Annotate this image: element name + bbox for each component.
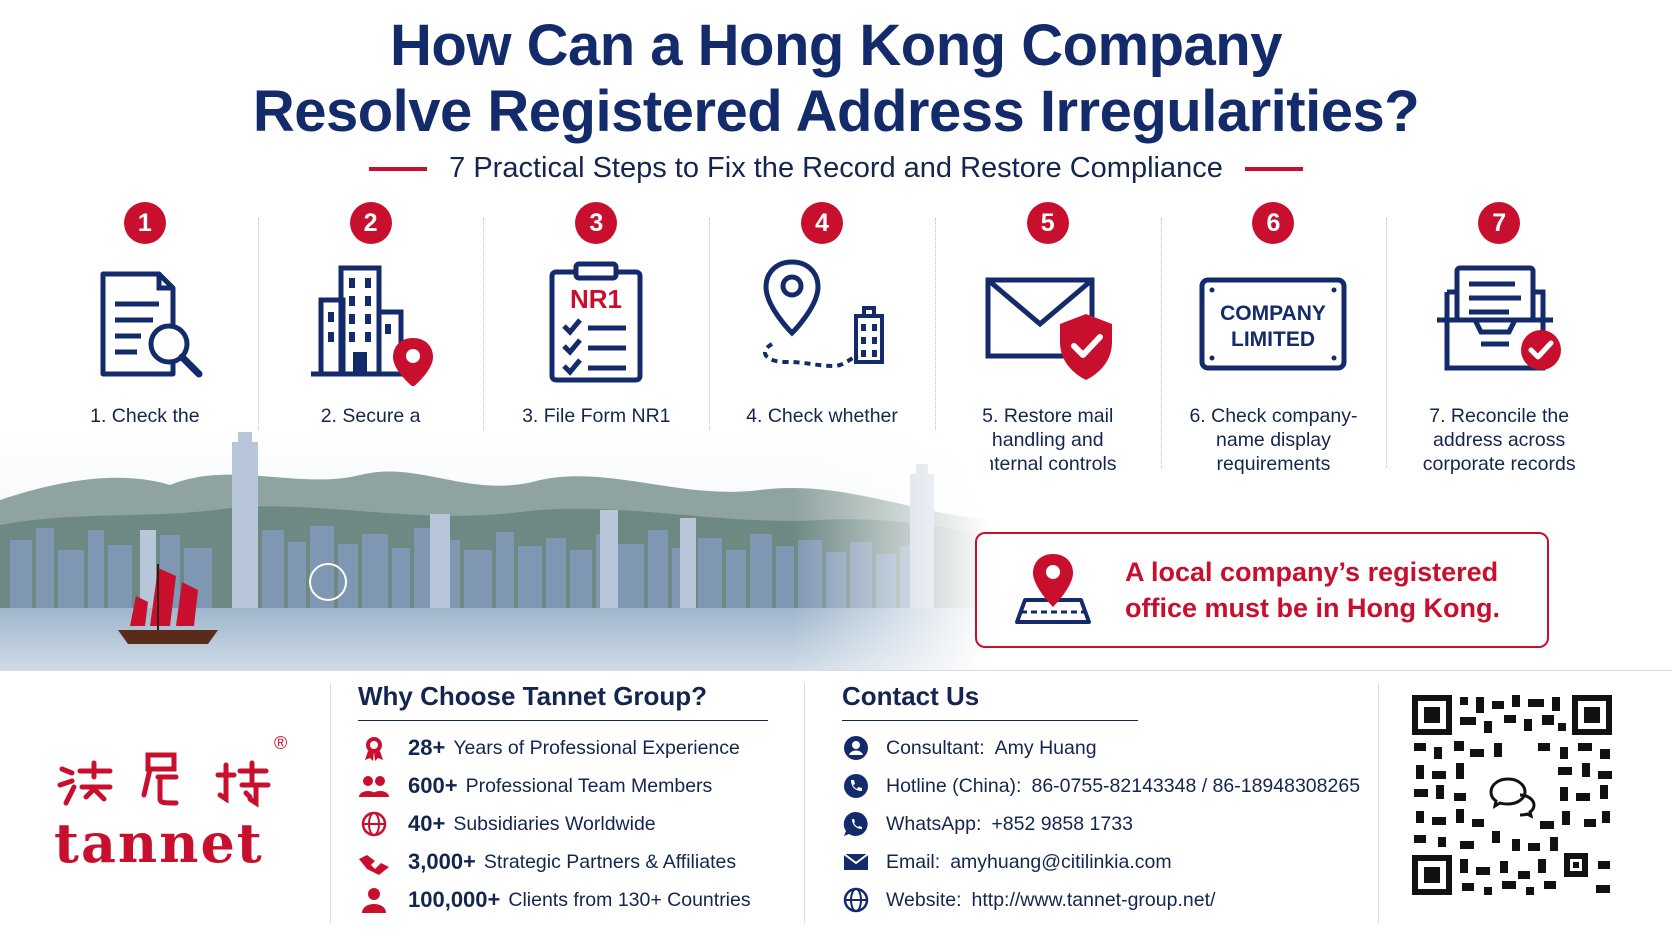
footer-divider-2: [804, 683, 805, 923]
contact-email: Email: amyhuang@citilinkia.com: [842, 843, 1362, 881]
why-value: 3,000+: [408, 849, 476, 874]
client-icon: [362, 888, 386, 913]
step-number: 2: [349, 202, 392, 244]
nameplate-icon: COMPANY LIMITED: [1199, 277, 1347, 371]
step-number: 4: [801, 202, 844, 244]
why-value: 100,000+: [408, 887, 501, 912]
footer: ® tannet Why Choose Tannet Group? 28+ Ye…: [0, 670, 1672, 941]
why-item-subsidiaries: 40+ Subsidiaries Worldwide: [358, 805, 768, 843]
route-pin-building-icon: [763, 259, 885, 369]
clipboard-checklist-icon: NR1: [549, 261, 643, 383]
email-address[interactable]: amyhuang@citilinkia.com: [950, 850, 1172, 873]
step-6: 6 COMPANY LIMITED 6. Check company- name…: [1160, 198, 1387, 498]
step-number: 6: [1252, 202, 1295, 244]
map-pin-icon: [1015, 554, 1091, 624]
registered-mark: ®: [274, 733, 288, 753]
step-number: 1: [123, 202, 166, 244]
nr1-icon-text: NR1: [570, 284, 622, 314]
hong-kong-skyline-illustration: [0, 430, 990, 670]
whatsapp-number[interactable]: +852 9858 1733: [991, 812, 1133, 835]
step-number: 3: [575, 202, 618, 244]
contact-title: Contact Us: [842, 681, 1138, 721]
whatsapp-icon: [843, 811, 868, 836]
hotline-numbers[interactable]: 86-0755-82143348 / 86-18948308265: [1031, 774, 1361, 797]
consultant-name: Amy Huang: [994, 736, 1097, 759]
footer-divider-3: [1378, 683, 1379, 923]
callout-text: A local company’s registered office must…: [1125, 557, 1500, 623]
why-text: Clients from 130+ Countries: [508, 888, 751, 911]
subtitle-rule-right: [1244, 166, 1303, 171]
document-search-icon: [100, 271, 203, 378]
contact-label: WhatsApp:: [886, 812, 982, 835]
step-number: 5: [1026, 202, 1069, 244]
why-item-clients: 100,000+ Clients from 130+ Countries: [358, 881, 768, 919]
contact-hotline: Hotline (China): 86-0755-82143348 / 86-1…: [842, 767, 1362, 805]
email-icon: [843, 853, 869, 870]
subtitle-row: 7 Practical Steps to Fix the Record and …: [0, 152, 1672, 185]
contact-label: Email:: [886, 850, 941, 873]
nameplate-line-2: LIMITED: [1231, 328, 1315, 351]
contact-label: Hotline (China):: [886, 774, 1022, 797]
why-text: Years of Professional Experience: [453, 736, 740, 759]
tannet-logo: ® tannet: [40, 711, 320, 881]
why-value: 40+: [408, 811, 446, 836]
contact-label: Website:: [886, 888, 962, 911]
why-value: 28+: [408, 735, 446, 760]
website-globe-icon: [843, 887, 869, 913]
contact-list: Consultant: Amy Huang Hotline (China): 8…: [842, 729, 1362, 919]
step-7: 7 7. Reconcile the address across corpor…: [1386, 198, 1612, 498]
why-item-team: 600+ Professional Team Members: [358, 767, 768, 805]
nameplate-line-1: COMPANY: [1221, 302, 1327, 325]
step-label: 5. Restore mail handling and internal co…: [978, 405, 1117, 475]
wechat-qr-icon[interactable]: [1408, 691, 1616, 899]
tannet-chinese-logo: [57, 752, 271, 808]
contact-whatsapp: WhatsApp: +852 9858 1733: [842, 805, 1362, 843]
subtitle: 7 Practical Steps to Fix the Record and …: [449, 152, 1223, 184]
tannet-wordmark: tannet: [54, 811, 264, 875]
phone-icon: [844, 774, 868, 798]
subtitle-rule-left: [369, 166, 428, 171]
contact-label: Consultant:: [886, 736, 985, 759]
step-label: 7. Reconcile the address across corporat…: [1422, 405, 1576, 475]
globe-icon: [361, 811, 387, 837]
why-choose-section: Why Choose Tannet Group? 28+ Years of Pr…: [358, 681, 768, 919]
contact-website: Website: http://www.tannet-group.net/: [842, 881, 1362, 919]
registered-office-callout: A local company’s registered office must…: [975, 532, 1549, 648]
why-value: 600+: [408, 773, 458, 798]
building-pin-icon: [310, 265, 433, 386]
page-title-line-1: How Can a Hong Kong Company: [390, 13, 1282, 78]
why-item-experience: 28+ Years of Professional Experience: [358, 729, 768, 767]
contact-consultant: Consultant: Amy Huang: [842, 729, 1362, 767]
award-ribbon-icon: [365, 737, 383, 761]
website-link[interactable]: http://www.tannet-group.net/: [971, 888, 1216, 911]
step-number: 7: [1478, 202, 1521, 244]
handshake-icon: [359, 855, 389, 875]
step-label: 6. Check company- name display requireme…: [1189, 405, 1358, 475]
person-icon: [844, 736, 868, 760]
envelope-shield-icon: [985, 277, 1112, 380]
team-icon: [359, 776, 389, 797]
why-text: Professional Team Members: [465, 774, 713, 797]
page-title-line-2: Resolve Registered Address Irregularitie…: [252, 79, 1420, 144]
why-title: Why Choose Tannet Group?: [358, 681, 768, 721]
footer-divider-1: [330, 683, 331, 923]
why-text: Strategic Partners & Affiliates: [483, 850, 737, 873]
why-item-partners: 3,000+ Strategic Partners & Affiliates: [358, 843, 768, 881]
contact-section: Contact Us Consultant: Amy Huang Hotline…: [842, 681, 1362, 919]
step-5: 5 5. Restore mail handling and internal …: [934, 198, 1161, 498]
why-text: Subsidiaries Worldwide: [453, 812, 656, 835]
records-tray-check-icon: [1437, 265, 1562, 371]
why-list: 28+ Years of Professional Experience 600…: [358, 729, 768, 919]
